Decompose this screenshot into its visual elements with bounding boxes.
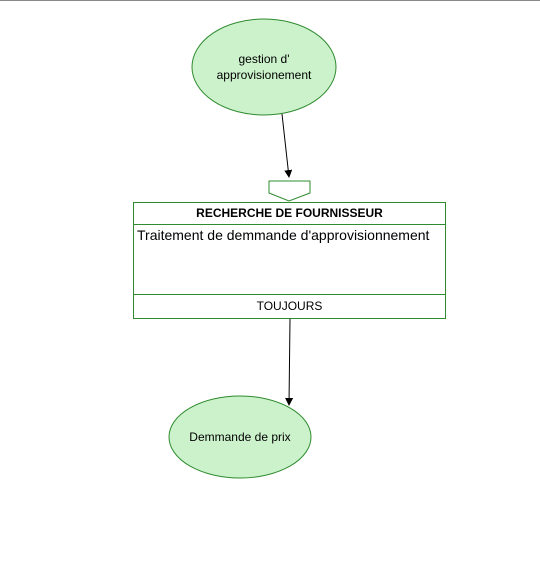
start-event-label: gestion d' approvisionement: [192, 43, 336, 91]
start-event-label-line2: approvisionement: [216, 68, 312, 82]
arrow-process-to-end: [285, 318, 294, 406]
process-box[interactable]: RECHERCHE DE FOURNISSEUR Traitement de d…: [133, 202, 446, 319]
top-border: [0, 0, 540, 1]
arrow-start-to-process: [281, 113, 293, 178]
process-condition: TOUJOURS: [134, 294, 445, 318]
process-input-connector: [268, 180, 311, 202]
end-event-ellipse[interactable]: [168, 395, 312, 479]
end-event-label: Demmande de prix: [169, 427, 311, 447]
start-event-ellipse[interactable]: [191, 18, 337, 116]
process-title: RECHERCHE DE FOURNISSEUR: [134, 203, 445, 225]
end-event-label-text: Demmande de prix: [189, 430, 291, 444]
start-event-label-line1: gestion d': [238, 52, 290, 66]
process-description: Traitement de demmande d'approvisionneme…: [137, 227, 430, 243]
